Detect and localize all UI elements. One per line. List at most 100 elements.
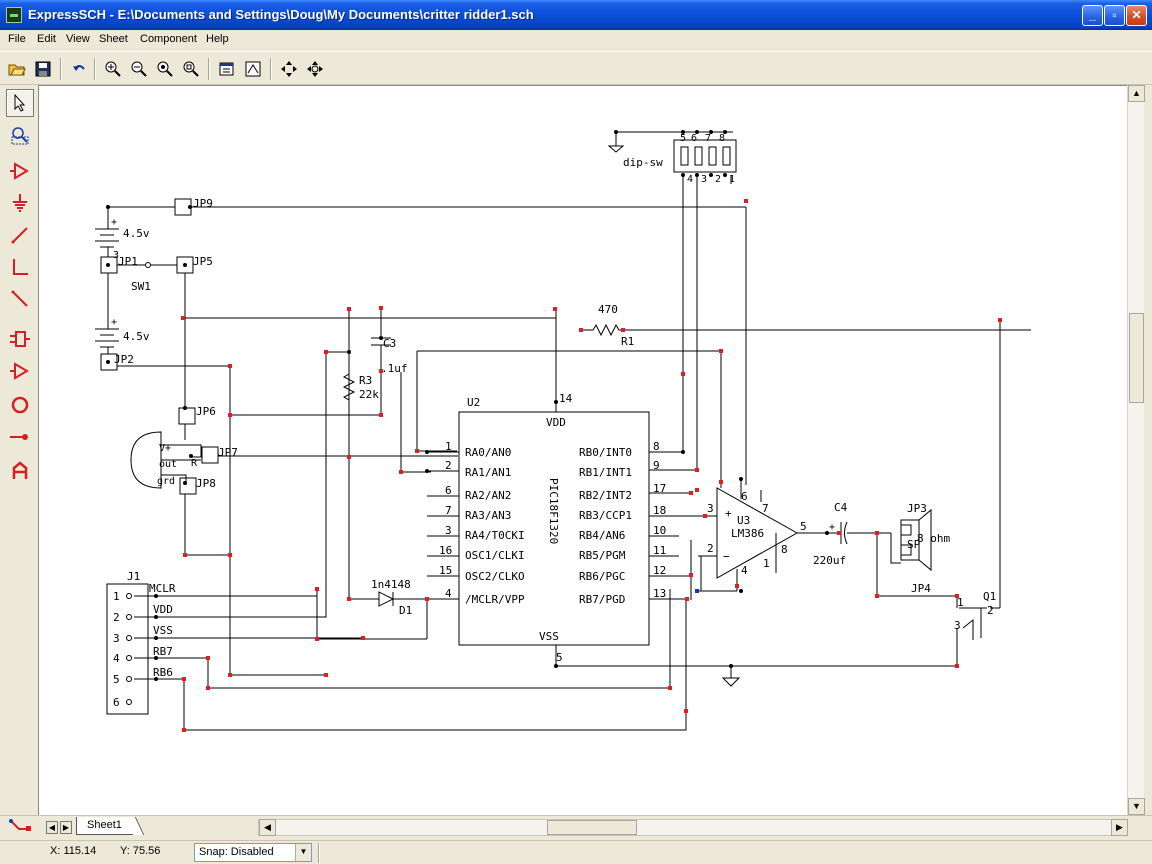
menu-sheet[interactable]: Sheet (99, 33, 128, 45)
next-sheet-icon[interactable]: ▶ (60, 821, 72, 834)
vertical-scrollbar[interactable]: ▲ ▼ (1127, 85, 1145, 815)
scroll-left-icon[interactable]: ◀ (259, 819, 276, 836)
chevron-down-icon[interactable]: ▼ (295, 844, 311, 861)
text-icon[interactable] (6, 457, 34, 485)
u2-pin-9-num: 9 (653, 459, 660, 472)
select-icon[interactable] (6, 89, 34, 117)
r3-label: R3 (359, 374, 372, 387)
d1-diode[interactable] (317, 591, 428, 640)
j1-connector[interactable] (106, 583, 149, 715)
battery-block[interactable] (95, 198, 746, 407)
u2-vdd-pin: 14 (559, 392, 573, 405)
net-label-icon[interactable] (6, 285, 34, 313)
u2-pin-16-num: 16 (439, 544, 452, 557)
tab-sheet1[interactable]: Sheet1 (76, 817, 134, 835)
j1-label: J1 (127, 570, 140, 583)
u2-pin-15-num: 15 (439, 564, 452, 577)
zoom-in-icon[interactable] (102, 58, 124, 80)
menu-help[interactable]: Help (206, 33, 229, 45)
menu-bar: File Edit View Sheet Component Help (0, 30, 1152, 50)
dip-pin-2: 2 (715, 174, 721, 185)
scroll-right-icon[interactable]: ▶ (1111, 819, 1128, 836)
ground-icon[interactable] (6, 189, 34, 217)
junction-icon[interactable] (6, 423, 34, 451)
sp-value: 8 ohm (917, 532, 950, 545)
menu-view[interactable]: View (66, 33, 90, 45)
u2-pin-17-name: RB2/INT2 (579, 489, 632, 502)
sheet-icon[interactable] (242, 58, 264, 80)
j1-pin-2-name: VDD (153, 603, 173, 616)
minimize-button[interactable]: _ (1082, 5, 1103, 26)
jp3-label: JP3 (907, 502, 927, 515)
jp5-label: JP5 (193, 255, 213, 268)
prev-sheet-icon[interactable]: ◀ (46, 821, 58, 834)
sensor-icon[interactable] (130, 431, 162, 489)
r3-resistor[interactable] (342, 373, 356, 401)
c4-polarity: + (829, 522, 835, 533)
scroll-down-icon[interactable]: ▼ (1128, 798, 1145, 815)
zoom-out-icon[interactable] (128, 58, 150, 80)
u2-pin-4-num: 4 (445, 587, 452, 600)
u2-chip[interactable] (458, 411, 650, 646)
app-icon[interactable] (6, 7, 22, 23)
jp1-label: JP1 (118, 255, 138, 268)
undo-icon[interactable] (68, 58, 90, 80)
r1-resistor[interactable] (581, 323, 1031, 337)
horizontal-scrollbar[interactable]: ◀ ▶ (258, 819, 1128, 836)
save-icon[interactable] (32, 58, 54, 80)
dip-pin-4: 4 (687, 174, 693, 185)
u2-pin-2-name: RA1/AN1 (465, 466, 511, 479)
center-icon[interactable] (304, 58, 326, 80)
minimize-icon: _ (1089, 8, 1096, 22)
vertical-scroll-thumb[interactable] (1129, 313, 1144, 403)
zoom-select-icon[interactable] (6, 121, 34, 149)
properties-icon[interactable] (216, 58, 238, 80)
scroll-up-icon[interactable]: ▲ (1128, 85, 1145, 102)
jp7-label: JP7 (218, 446, 238, 459)
bat2-plus: + (111, 317, 117, 328)
c4-value: 220uf (813, 554, 846, 567)
open-icon[interactable] (6, 58, 28, 80)
snap-select[interactable]: Snap: Disabled ▼ (194, 843, 312, 862)
close-button[interactable]: ✕ (1126, 5, 1147, 26)
snap-value: Snap: Disabled (199, 846, 274, 858)
jp6-jumper[interactable] (178, 407, 196, 425)
title-bar[interactable]: ExpressSCH - E:\Documents and Settings\D… (0, 0, 1152, 30)
status-bar: X: 115.14 Y: 75.56 Snap: Disabled ▼ (0, 840, 1152, 864)
jp8-jumper[interactable] (179, 477, 197, 495)
u3-opamp[interactable] (716, 487, 799, 579)
menu-component[interactable]: Component (140, 33, 197, 45)
u2-pin-17-num: 17 (653, 482, 666, 495)
speaker-icon[interactable] (900, 519, 920, 561)
u3-pin-7: 7 (762, 502, 769, 515)
zoom-fit-icon[interactable] (154, 58, 176, 80)
circle-icon[interactable] (6, 391, 34, 419)
wire-icon[interactable] (6, 221, 34, 249)
dip-pin-3: 3 (701, 174, 707, 185)
bat2-label: 4.5v (123, 330, 150, 343)
port-icon[interactable] (6, 357, 34, 385)
zoom-area-icon[interactable] (180, 58, 202, 80)
bus-icon[interactable] (6, 253, 34, 281)
u2-pin-13-name: RB7/PGD (579, 593, 625, 606)
horizontal-scroll-thumb[interactable] (547, 820, 637, 835)
component-icon[interactable] (6, 157, 34, 185)
u2-pin-7-name: RA3/AN3 (465, 509, 511, 522)
c4-capacitor[interactable] (827, 521, 891, 545)
pan-icon[interactable] (278, 58, 300, 80)
c4-label: C4 (834, 501, 848, 514)
sensor-r: R (191, 458, 198, 469)
dip-switch[interactable] (607, 131, 737, 470)
maximize-button[interactable]: ▫ (1104, 5, 1125, 26)
menu-file[interactable]: File (8, 33, 26, 45)
u2-pin-11-name: RB5/PGM (579, 549, 626, 562)
schematic-canvas[interactable]: dip-sw 5 6 7 8 4 3 2 1 JP9 4.5v + JP1 3 … (38, 85, 1127, 815)
u3-part: LM386 (731, 527, 764, 540)
menu-edit[interactable]: Edit (37, 33, 56, 45)
u2-pin-4-name: /MCLR/VPP (465, 593, 525, 606)
q1-transistor[interactable] (956, 596, 987, 668)
pin-icon[interactable] (6, 325, 34, 353)
connect-icon[interactable] (8, 817, 32, 837)
c3-value: .1uf (381, 362, 408, 375)
close-icon: ✕ (1131, 8, 1142, 22)
